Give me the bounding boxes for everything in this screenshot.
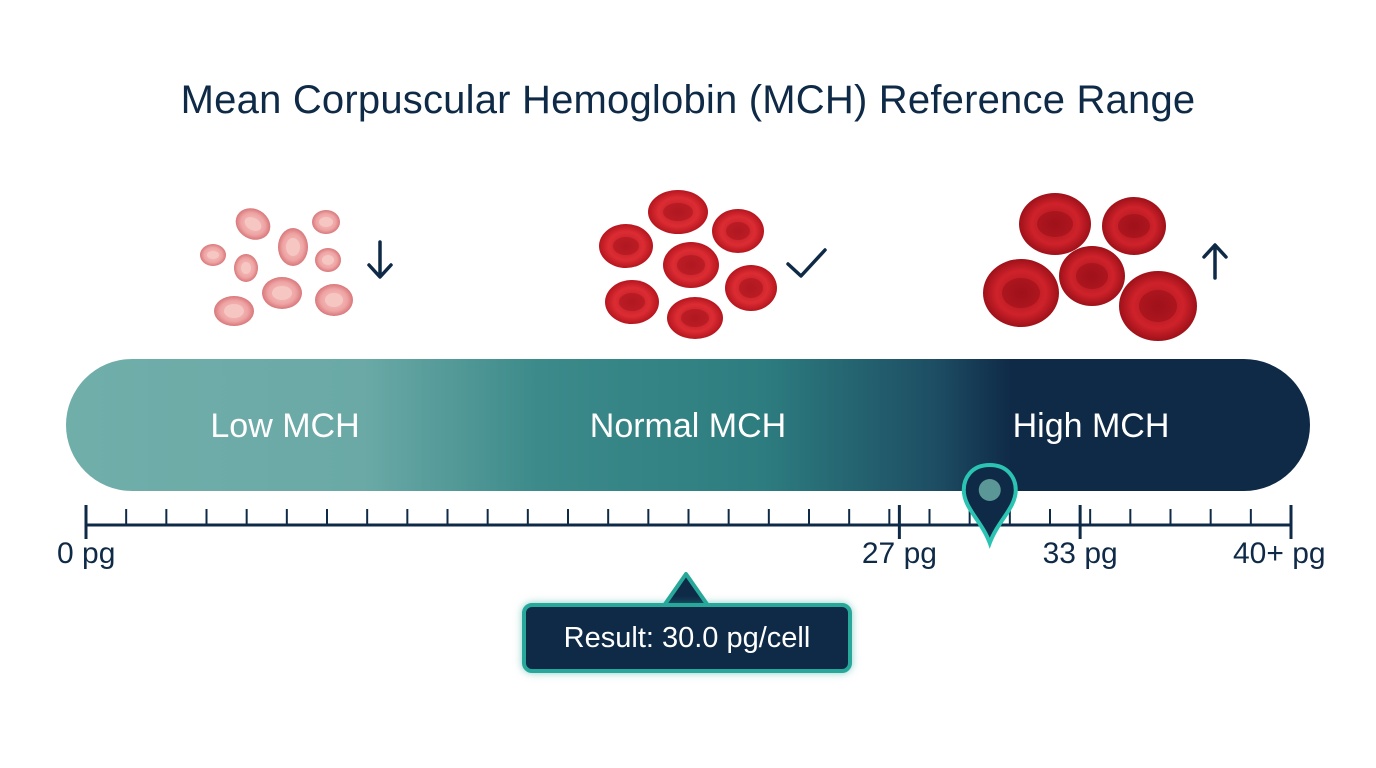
result-marker-pin-icon xyxy=(961,462,1018,549)
low-range-label: Low MCH xyxy=(210,407,360,445)
minor-ticks xyxy=(85,509,1292,525)
high-mch-cells xyxy=(983,193,1197,341)
page-title: Mean Corpuscular Hemoglobin (MCH) Refere… xyxy=(180,78,1196,122)
tick-label: 27 pg xyxy=(861,537,937,570)
range-bar xyxy=(66,359,1310,491)
tick-label: 40+ pg xyxy=(1233,537,1326,570)
result-callout: Result: 30.0 pg/cell xyxy=(522,603,852,673)
low-mch-cells xyxy=(200,208,353,326)
up-arrow-icon xyxy=(1202,243,1228,280)
check-mark-icon xyxy=(786,248,827,278)
tick-label: 0 pg xyxy=(57,537,116,570)
major-ticks xyxy=(84,505,1293,539)
down-arrow-icon xyxy=(367,240,393,279)
normal-mch-cells xyxy=(599,190,777,339)
tick-label: 33 pg xyxy=(1042,537,1118,570)
normal-range-label: Normal MCH xyxy=(589,407,787,445)
high-range-label: High MCH xyxy=(1012,407,1170,445)
